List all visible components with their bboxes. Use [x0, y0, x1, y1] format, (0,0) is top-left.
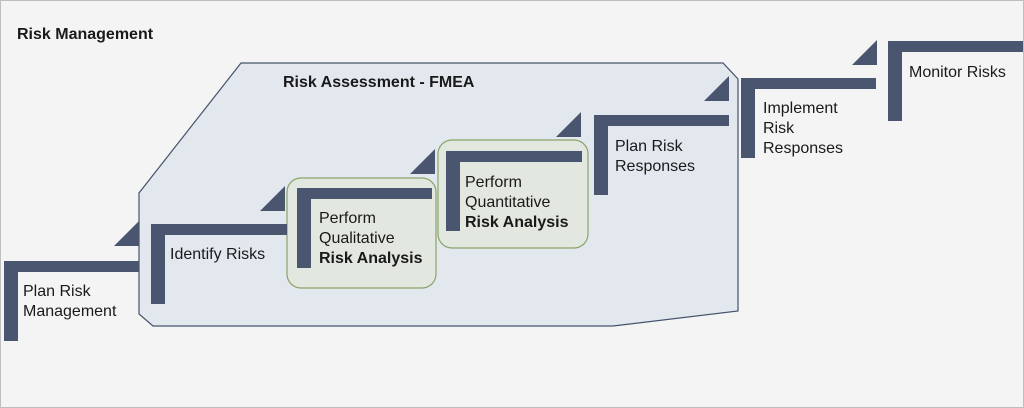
step-arrow: [556, 112, 581, 137]
step-label-line: Perform: [319, 210, 376, 227]
step-arrow: [704, 76, 729, 101]
step-label-line: Identify Risks: [170, 246, 266, 263]
step-label-qualitative: Perform Qualitative Risk Analysis: [319, 209, 422, 269]
step-label-line: Risk: [763, 120, 795, 137]
step-label-line: Quantitative: [465, 194, 551, 211]
quantitative-highlight-box: [437, 139, 589, 249]
step-label-bold: Risk Analysis: [465, 214, 569, 231]
step-label-line: Responses: [615, 158, 696, 175]
step-label-line: Responses: [763, 140, 844, 157]
step-label-plan-risk-responses: Plan Risk Responses: [615, 137, 695, 177]
step-arrow: [114, 221, 139, 246]
step-label-quantitative: Perform Quantitative Risk Analysis: [465, 173, 568, 233]
step-bar-identify-risks: [151, 224, 287, 304]
step-bar-implement-risk-responses: [741, 78, 876, 158]
step-arrow: [410, 149, 435, 174]
step-label-monitor-risks: Monitor Risks: [909, 63, 1006, 83]
step-bar-quantitative: [446, 151, 582, 231]
diagram-title: Risk Management: [17, 26, 154, 43]
step-label-line: Perform: [465, 174, 522, 191]
step-label-line: Qualitative: [319, 230, 395, 247]
step-bar-plan-risk-responses: [594, 115, 729, 195]
step-label-line: Management: [23, 303, 117, 320]
step-label-line: Plan Risk: [23, 283, 91, 300]
step-label-implement-risk-responses: Implement Risk Responses: [763, 99, 843, 159]
step-arrow: [852, 40, 877, 65]
step-label-line: Plan Risk: [615, 138, 683, 155]
risk-assessment-label: Risk Assessment - FMEA: [283, 74, 475, 91]
step-label-bold: Risk Analysis: [319, 250, 423, 267]
step-label-plan-risk-management: Plan Risk Management: [23, 282, 116, 322]
step-label-identify-risks: Identify Risks: [170, 245, 265, 265]
step-label-line: Monitor Risks: [909, 64, 1006, 81]
step-arrow: [260, 186, 285, 211]
step-bar-qualitative: [297, 188, 432, 268]
step-bar-plan-risk-management: [4, 261, 139, 341]
step-bar-monitor-risks: [888, 41, 1023, 121]
step-label-line: Implement: [763, 100, 838, 117]
